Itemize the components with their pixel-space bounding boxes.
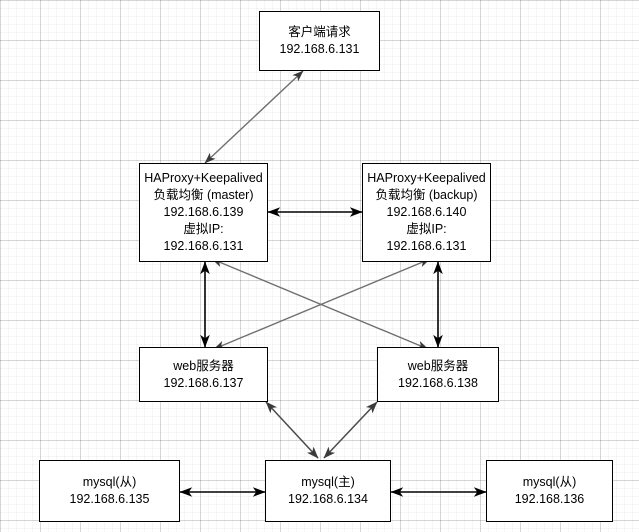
- node-haproxy-master-line-5: 192.168.6.131: [163, 239, 244, 253]
- node-web-left-line-2: 192.168.6.137: [163, 375, 244, 390]
- node-mysql-master-line-2: 192.168.6.134: [288, 492, 368, 506]
- node-mysql-slave-left[interactable]: mysql(从) 192.168.6.135: [39, 460, 180, 522]
- node-mysql-slave-right-line-2: 192.168.136: [514, 492, 585, 506]
- connector-haproxy-backup-web-left: [213, 258, 431, 350]
- node-mysql-slave-right[interactable]: mysql(从) 192.168.136: [486, 460, 613, 522]
- node-haproxy-backup-line-3: 192.168.6.140: [386, 205, 467, 219]
- node-haproxy-backup-line-4: 虚拟IP:: [406, 222, 447, 236]
- node-client[interactable]: 客户端请求 192.168.6.131: [259, 11, 380, 71]
- connector-web-left-mysql-master: [265, 401, 319, 459]
- node-haproxy-backup-line-2: 负载均衡 (backup): [375, 188, 478, 202]
- node-web-right[interactable]: web服务器 192.168.6.138: [377, 347, 499, 402]
- node-haproxy-backup[interactable]: HAProxy+Keepalived 负载均衡 (backup) 192.168…: [362, 163, 491, 262]
- node-haproxy-master-line-1: HAProxy+Keepalived: [144, 171, 263, 185]
- node-mysql-master[interactable]: mysql(主) 192.168.6.134: [265, 460, 391, 522]
- node-haproxy-master[interactable]: HAProxy+Keepalived 负载均衡 (master) 192.168…: [139, 163, 268, 262]
- node-client-line-1: 客户端请求: [288, 25, 351, 39]
- node-web-left[interactable]: web服务器 192.168.6.137: [139, 347, 268, 402]
- node-web-right-line-2: 192.168.6.138: [398, 375, 478, 390]
- connector-web-right-mysql-master: [323, 401, 378, 459]
- node-web-right-line-1: web服务器: [407, 358, 469, 373]
- connector-client-haproxy-master: [204, 70, 304, 164]
- node-haproxy-master-line-3: 192.168.6.139: [163, 205, 244, 219]
- node-mysql-slave-left-line-1: mysql(从): [82, 475, 137, 489]
- node-web-left-line-1: web服务器: [173, 358, 234, 373]
- node-haproxy-master-line-4: 虚拟IP:: [183, 222, 224, 236]
- node-mysql-slave-right-line-1: mysql(从): [522, 475, 577, 489]
- node-mysql-master-line-1: mysql(主): [301, 475, 355, 489]
- node-haproxy-backup-line-5: 192.168.6.131: [386, 239, 467, 253]
- node-client-line-2: 192.168.6.131: [279, 42, 360, 56]
- node-haproxy-backup-line-1: HAProxy+Keepalived: [367, 171, 486, 185]
- connector-haproxy-master-web-right: [211, 258, 429, 350]
- node-haproxy-master-line-2: 负载均衡 (master): [153, 188, 254, 202]
- node-mysql-slave-left-line-2: 192.168.6.135: [69, 492, 150, 506]
